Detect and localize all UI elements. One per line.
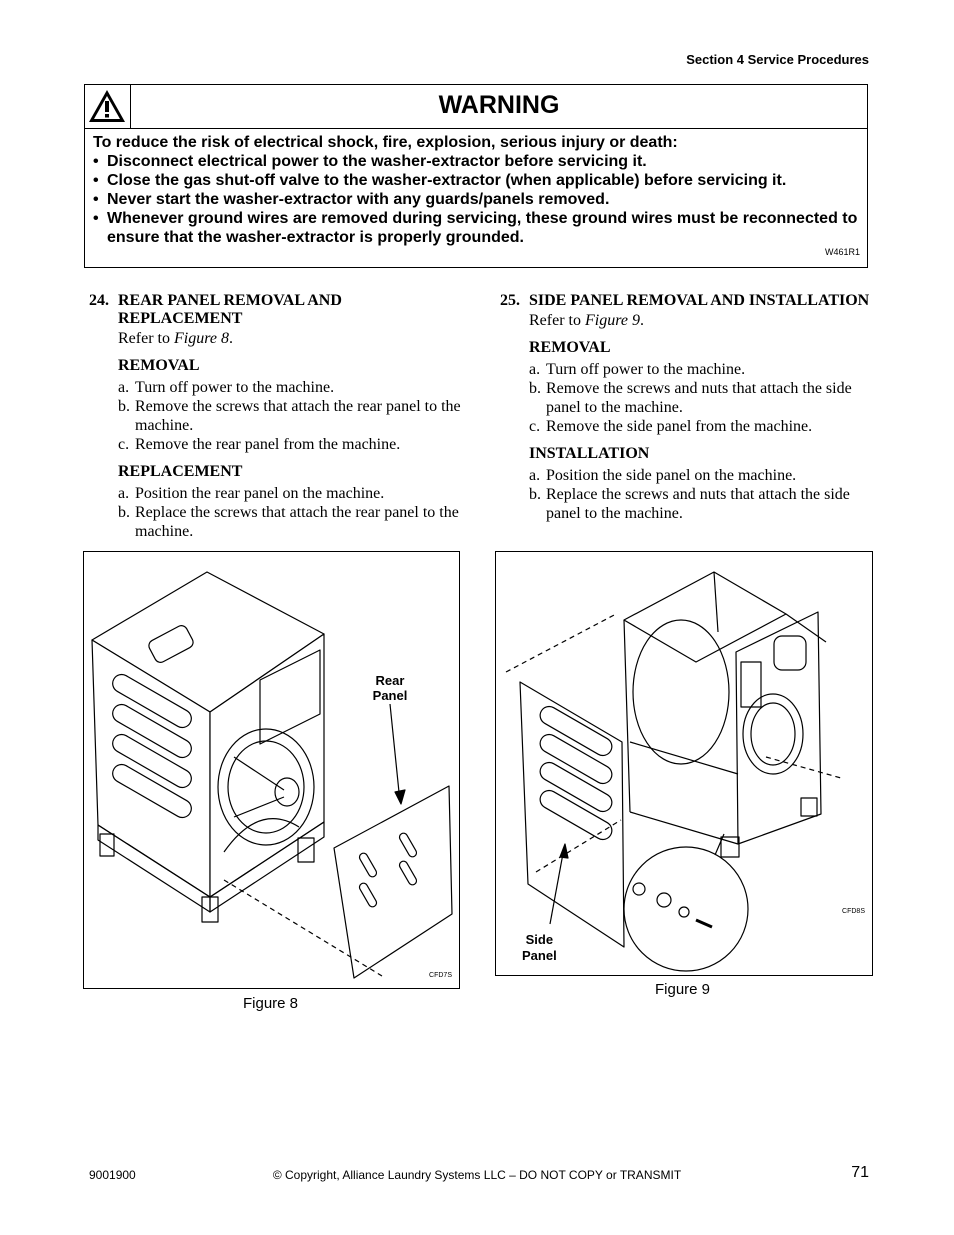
step-item: b.Remove the screws and nuts that attach… [529, 380, 852, 416]
section-24-removal-steps: a.Turn off power to the machine. b.Remov… [89, 378, 465, 454]
section-25: 25.SIDE PANEL REMOVAL AND INSTALLATION R… [500, 292, 872, 523]
figure-8-link: Figure 8 [173, 330, 229, 347]
warning-bullet: Disconnect electrical power to the washe… [93, 152, 859, 171]
rear-panel-label: Rear Panel [372, 673, 408, 703]
figure-9-code: CFD8S [842, 908, 865, 915]
section-24-removal-heading: REMOVAL [118, 357, 200, 374]
footer-doc-number: 9001900 [89, 1168, 136, 1182]
warning-body: To reduce the risk of electrical shock, … [93, 133, 859, 247]
section-24-replacement-heading: REPLACEMENT [118, 463, 243, 480]
section-24-replacement-steps: a.Position the rear panel on the machine… [89, 484, 465, 541]
figure-8-code: CFD7S [429, 972, 452, 979]
warning-bullet: Whenever ground wires are removed during… [93, 209, 859, 247]
figure-9-link: Figure 9 [584, 312, 640, 329]
page-number: 71 [851, 1164, 869, 1181]
section-24: 24.REAR PANEL REMOVAL AND REPLACEMENT Re… [89, 292, 465, 541]
section-25-reference: Refer to Figure 9. [529, 312, 644, 329]
step-item: a.Turn off power to the machine. [529, 361, 746, 378]
step-item: a.Turn off power to the machine. [118, 379, 335, 396]
warning-bullet: Close the gas shut-off valve to the wash… [93, 171, 859, 190]
warning-bullets: Disconnect electrical power to the washe… [93, 152, 859, 247]
step-item: c.Remove the rear panel from the machine… [118, 436, 401, 453]
step-item: a.Position the rear panel on the machine… [118, 485, 385, 502]
figure-8-caption: Figure 8 [243, 995, 299, 1012]
side-panel-illustration [505, 571, 842, 972]
figure-9-frame: Side Panel CFD8S [495, 551, 873, 976]
warning-triangle-icon [89, 90, 125, 122]
figure-8-frame: Rear Panel CFD7S [83, 551, 460, 989]
warning-code: W461R1 [824, 247, 860, 257]
step-item: b.Remove the screws that attach the rear… [118, 398, 461, 434]
warning-title: WARNING [438, 91, 560, 119]
section-25-removal-steps: a.Turn off power to the machine. b.Remov… [500, 360, 872, 436]
warning-box: WARNING To reduce the risk of electrical… [84, 84, 868, 268]
step-item: c.Remove the side panel from the machine… [529, 418, 813, 435]
footer-copyright: © Copyright, Alliance Laundry Systems LL… [272, 1168, 682, 1182]
section-25-removal-heading: REMOVAL [529, 339, 611, 356]
section-25-title: 25.SIDE PANEL REMOVAL AND INSTALLATION [500, 292, 870, 309]
section-24-title: 24.REAR PANEL REMOVAL AND REPLACEMENT [89, 292, 342, 327]
section-24-reference: Refer to Figure 8. [118, 330, 233, 347]
section-25-installation-heading: INSTALLATION [529, 445, 650, 462]
warning-icon-cell [85, 85, 131, 128]
warning-bullet: Never start the washer-extractor with an… [93, 190, 859, 209]
step-item: a.Position the side panel on the machine… [529, 467, 797, 484]
side-panel-label: Side Panel [522, 932, 557, 963]
section-header: Section 4 Service Procedures [686, 52, 869, 67]
step-item: b.Replace the screws that attach the rea… [118, 504, 459, 540]
figure-9-caption: Figure 9 [655, 981, 711, 998]
section-25-installation-steps: a.Position the side panel on the machine… [500, 466, 872, 523]
warning-intro: To reduce the risk of electrical shock, … [93, 134, 678, 151]
rear-panel-illustration [91, 571, 453, 979]
warning-header: WARNING [85, 85, 867, 129]
step-item: b.Replace the screws and nuts that attac… [529, 486, 850, 522]
